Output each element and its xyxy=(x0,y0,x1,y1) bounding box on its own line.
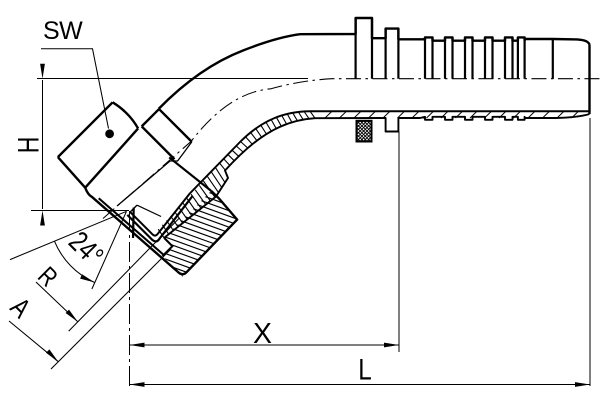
svg-text:SW: SW xyxy=(43,17,83,45)
svg-text:L: L xyxy=(358,353,372,386)
svg-text:H: H xyxy=(12,137,45,154)
svg-text:X: X xyxy=(253,318,272,350)
